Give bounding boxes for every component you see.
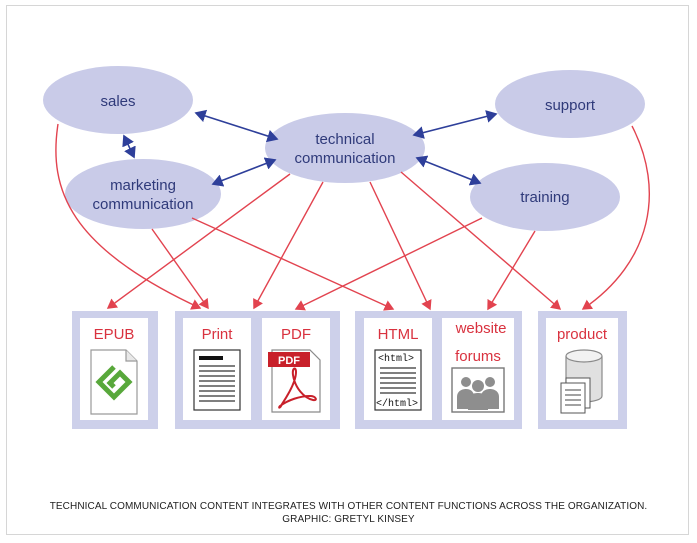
caption-line-1: TECHNICAL COMMUNICATION CONTENT INTEGRAT… xyxy=(49,501,648,512)
pdf-badge-text: PDF xyxy=(278,355,300,367)
html-close-tag: </html> xyxy=(376,398,418,410)
database-stack-icon xyxy=(560,349,603,414)
pdf-acrobat-icon: PDF xyxy=(268,349,321,413)
sales-to-print-arrow xyxy=(55,123,202,310)
product-label: product xyxy=(557,326,608,343)
forum-people-icon xyxy=(451,367,505,413)
technical-to-product-arrow xyxy=(400,171,562,310)
website-label: website xyxy=(455,320,507,337)
sales-tech-arrow xyxy=(194,109,279,143)
epub-icon xyxy=(90,349,138,415)
training-to-pdf-arrow xyxy=(294,217,483,311)
sales-marketing-arrow xyxy=(122,134,136,159)
document-lines-icon xyxy=(193,349,241,411)
html-document-icon: <html> </html> xyxy=(374,349,422,411)
training-to-website-arrow xyxy=(487,230,536,311)
marketing-to-html-arrow xyxy=(191,217,395,311)
sales-label: sales xyxy=(100,93,135,110)
technical-label-line2: communication xyxy=(295,150,396,167)
sales-node xyxy=(43,66,193,134)
technical-communication-node xyxy=(265,113,425,183)
pdf-label: PDF xyxy=(281,326,311,343)
support-node xyxy=(495,70,645,138)
training-node xyxy=(470,163,620,231)
technical-label-line1: technical xyxy=(315,131,374,148)
content-integration-diagram: sales support technical communication ma… xyxy=(43,66,650,429)
technical-to-print-arrow xyxy=(253,181,324,310)
epub-label: EPUB xyxy=(94,326,135,343)
technical-to-html-arrow xyxy=(369,181,432,311)
training-label: training xyxy=(520,189,569,206)
technical-to-epub-arrow xyxy=(106,173,291,309)
caption-line-2: GRAPHIC: GRETYL KINSEY xyxy=(282,514,415,525)
training-tech-arrow xyxy=(415,155,482,186)
html-label: HTML xyxy=(378,326,419,343)
marketing-label-line2: communication xyxy=(93,196,194,213)
support-to-product-arrow xyxy=(581,125,650,310)
html-open-tag: <html> xyxy=(378,353,414,365)
support-label: support xyxy=(545,97,596,114)
print-label: Print xyxy=(202,326,234,343)
support-tech-arrow xyxy=(412,110,498,139)
marketing-label-line1: marketing xyxy=(110,177,176,194)
marketing-tech-arrow xyxy=(211,157,277,187)
forums-label: forums xyxy=(455,348,501,365)
figure-caption: TECHNICAL COMMUNICATION CONTENT INTEGRAT… xyxy=(0,500,697,526)
marketing-to-print-arrow xyxy=(151,228,209,310)
marketing-communication-node xyxy=(65,159,221,229)
